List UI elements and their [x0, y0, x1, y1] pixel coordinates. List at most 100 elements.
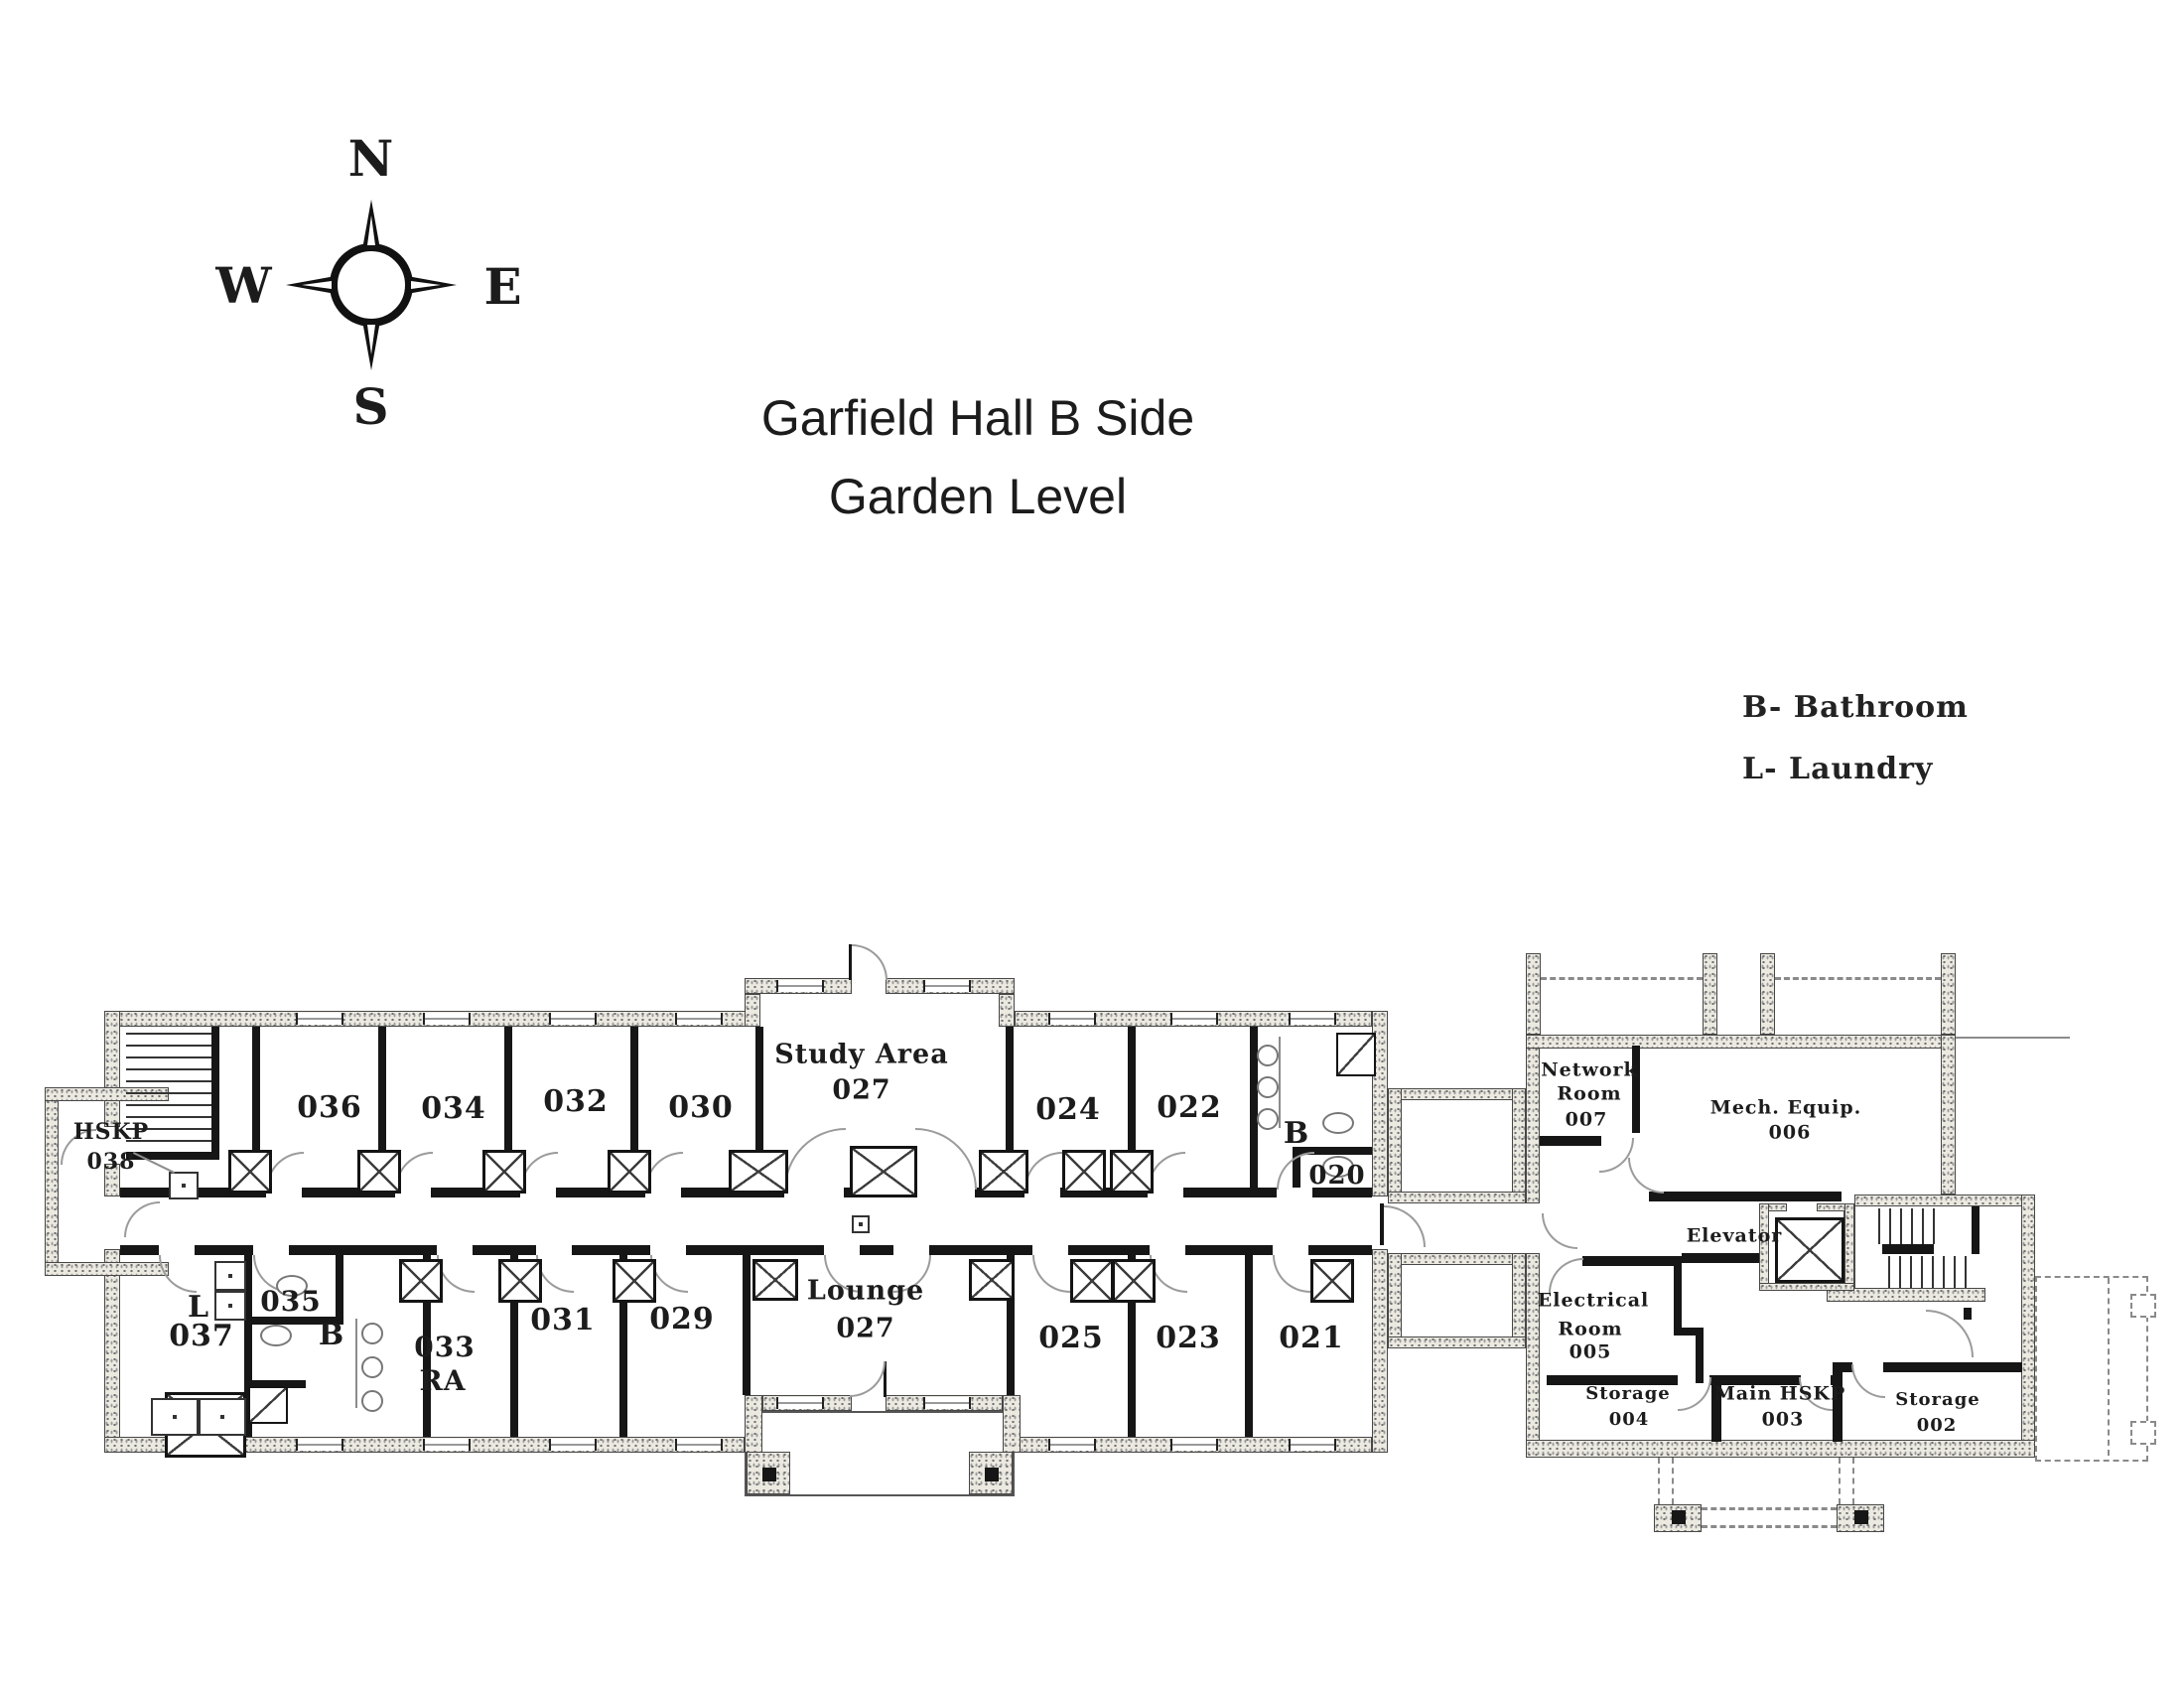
- wall: [126, 1152, 219, 1160]
- stair-landing: [1882, 1244, 1934, 1254]
- window-well: [1775, 977, 1941, 980]
- window: [549, 1013, 597, 1025]
- porch-outline: [1702, 1507, 1837, 1510]
- wall: [1827, 1288, 1985, 1302]
- wall: [1854, 1195, 2035, 1206]
- room-label-storage002-number: 002: [1916, 1415, 1958, 1436]
- room-label-network-number: 007: [1565, 1108, 1608, 1131]
- wall: [686, 1245, 824, 1255]
- room-label-laundry-number: 037: [169, 1319, 234, 1353]
- compass-west-label: W: [215, 256, 273, 315]
- legend-item-laundry: L- Laundry: [1742, 752, 1934, 786]
- wall: [1388, 1336, 1526, 1348]
- wall: [1312, 1188, 1372, 1197]
- window: [423, 1439, 471, 1451]
- room-label-024: 024: [1035, 1092, 1101, 1127]
- closet-box: [498, 1259, 542, 1303]
- porch-post: [762, 1468, 776, 1481]
- closet-box: [608, 1150, 651, 1194]
- stairs: [1878, 1208, 1936, 1244]
- porch-post: [985, 1468, 999, 1481]
- door-arc: [784, 1128, 846, 1190]
- room-label-study-name: Study Area: [774, 1039, 949, 1070]
- closet-box: [752, 1259, 798, 1301]
- wall: [1682, 1253, 1759, 1263]
- door-arc: [1628, 1158, 1664, 1194]
- page-subtitle: Garden Level: [828, 469, 1128, 524]
- counter: [1279, 1037, 1281, 1128]
- wall: [1632, 1046, 1640, 1133]
- areaway-outline: [2130, 1421, 2156, 1445]
- door-arc: [1032, 1255, 1070, 1293]
- wall: [104, 1164, 120, 1196]
- room-label-network-1: Network: [1541, 1058, 1638, 1081]
- room-label-lounge-number: 027: [836, 1313, 895, 1344]
- wall: [104, 1011, 120, 1127]
- areaway-outline: [2035, 1276, 2148, 1462]
- wall-stub: [1526, 953, 1541, 1035]
- sink-icon: [1257, 1045, 1279, 1066]
- wall: [1128, 1255, 1136, 1437]
- porch-post: [1672, 1510, 1686, 1524]
- door-arc: [915, 1128, 977, 1190]
- window-well: [1541, 977, 1703, 980]
- wall: [1711, 1385, 1721, 1442]
- door-leaf: [849, 944, 852, 980]
- wall: [929, 1245, 1032, 1255]
- wall: [1388, 1192, 1526, 1203]
- toilet-icon: [1322, 1112, 1354, 1134]
- wall: [504, 1027, 512, 1188]
- room-label-029: 029: [649, 1302, 715, 1336]
- wall: [1540, 1136, 1601, 1146]
- wall: [755, 1027, 763, 1188]
- wall: [1696, 1336, 1704, 1383]
- window: [296, 1439, 343, 1451]
- window: [923, 980, 971, 992]
- wall: [1844, 1203, 1854, 1291]
- wall: [45, 1262, 169, 1276]
- room-label-030: 030: [668, 1090, 734, 1125]
- toilet-icon: [1322, 1156, 1354, 1178]
- closet-box: [969, 1259, 1015, 1301]
- room-label-mech-name: Mech. Equip.: [1709, 1096, 1862, 1119]
- elevator-shaft: [1775, 1217, 1844, 1283]
- wall: [1372, 1249, 1388, 1453]
- window: [1048, 1439, 1096, 1451]
- wall: [745, 1395, 762, 1453]
- door-arc: [124, 1201, 160, 1237]
- wall: [1883, 1362, 2022, 1372]
- room-label-032: 032: [543, 1084, 609, 1119]
- wall: [1582, 1256, 1674, 1266]
- porch-outline: [1852, 1458, 1854, 1504]
- door-leaf: [1380, 1203, 1384, 1245]
- wall: [1759, 1203, 1769, 1291]
- wall: [1068, 1245, 1150, 1255]
- closet-box: [1062, 1150, 1106, 1194]
- toilet-icon: [276, 1275, 308, 1297]
- stairs: [126, 1033, 211, 1150]
- room-label-hskp-name: HSKP: [72, 1119, 150, 1145]
- closet-box: [1112, 1259, 1156, 1303]
- toilet-icon: [260, 1325, 292, 1346]
- porch-outline: [1672, 1458, 1674, 1504]
- door-arc: [1549, 1258, 1583, 1293]
- wall: [1759, 1203, 1787, 1211]
- sink-icon: [361, 1390, 383, 1412]
- compass-north-label: N: [347, 129, 395, 188]
- wall: [1128, 1027, 1136, 1188]
- room-label-bath-south: B: [318, 1318, 345, 1352]
- wall: [1833, 1362, 1843, 1442]
- room-label-storage002-name: Storage: [1895, 1389, 1980, 1410]
- closet-box: [729, 1150, 788, 1194]
- wall: [1388, 1253, 1526, 1265]
- closet-box: [613, 1259, 656, 1303]
- wall: [860, 1245, 893, 1255]
- wall: [1674, 1256, 1682, 1334]
- room-label-network-2: Room: [1557, 1082, 1622, 1105]
- room-label-storage004-number: 004: [1608, 1409, 1650, 1430]
- wall: [1941, 1035, 1956, 1195]
- door-leaf: [884, 1361, 887, 1397]
- room-label-031: 031: [530, 1303, 596, 1337]
- room-label-electrical-1: Electrical: [1537, 1289, 1650, 1312]
- window: [296, 1013, 343, 1025]
